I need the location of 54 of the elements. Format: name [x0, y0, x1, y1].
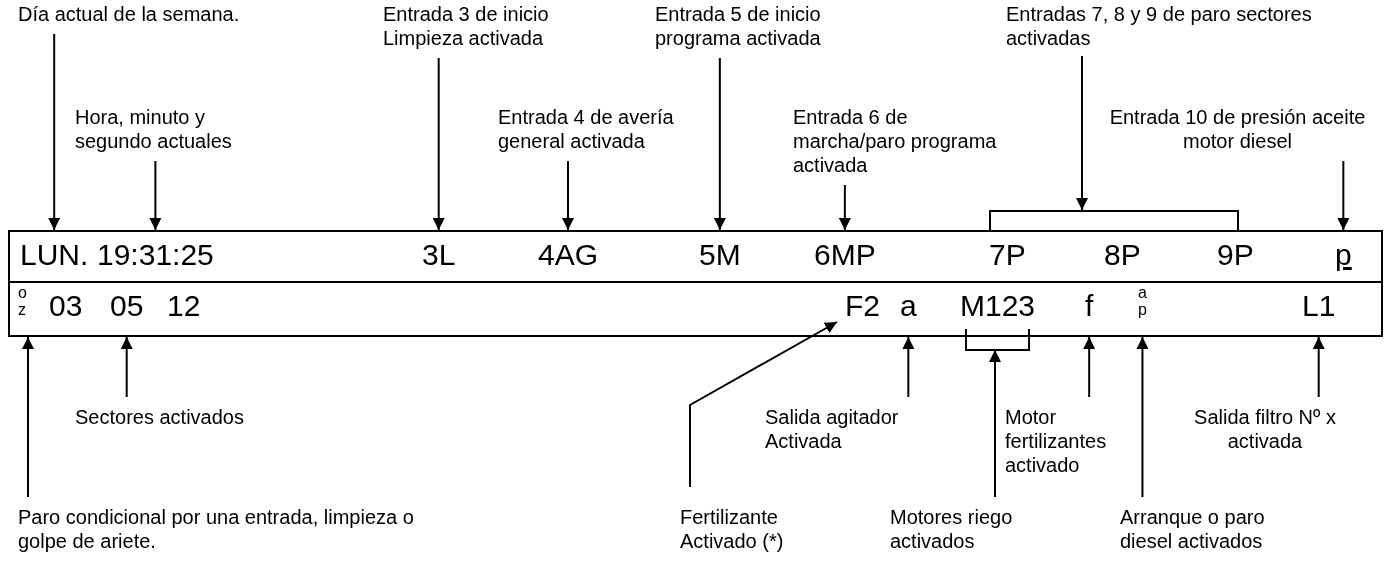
- display-code: 5M: [699, 232, 741, 278]
- callout-text: Motor fertilizantes activado: [1005, 405, 1145, 477]
- arrow: [1076, 55, 1088, 211]
- arrow: [902, 336, 915, 398]
- arrow: [48, 33, 61, 231]
- display-code: LUN.: [20, 232, 89, 278]
- display-code: F2: [845, 283, 880, 329]
- display-code: 6MP: [814, 232, 876, 278]
- callout-text: Motores riego activados: [890, 505, 1050, 553]
- display-code: a: [900, 283, 917, 329]
- callout-text: Entradas 7, 8 y 9 de paro sectores activadas: [1006, 2, 1336, 50]
- display-code: 03: [49, 283, 83, 329]
- display-code: 05: [110, 283, 144, 329]
- callout-text: Arranque o paro diesel activados: [1120, 505, 1320, 553]
- display-code: 7P: [989, 232, 1026, 278]
- arrow: [562, 160, 574, 231]
- callout-text: Día actual de la semana.: [18, 2, 338, 26]
- display-code: a p: [1138, 284, 1147, 318]
- display-code: o z: [18, 284, 27, 318]
- callout-text: Paro condicional por una entrada, limpieza o golpe de ariete.: [18, 505, 448, 553]
- arrow: [838, 184, 851, 231]
- callout-text: Entrada 3 de inicio Limpieza activada: [383, 2, 613, 50]
- arrow: [22, 336, 34, 498]
- callout-text: Entrada 4 de avería general activada: [498, 105, 738, 153]
- arrow: [689, 321, 838, 488]
- display-row: [8, 281, 1383, 337]
- display-code: M123: [960, 283, 1036, 329]
- callout-text: Sectores activados: [75, 405, 315, 429]
- callout-text: Entrada 6 de marcha/paro programa activada: [793, 105, 1023, 177]
- display-code: 9P: [1217, 232, 1254, 278]
- display-code: 19:31:25: [97, 232, 214, 278]
- callout-text: Entrada 10 de presión aceite motor diesel: [1095, 105, 1380, 153]
- callout-text: Salida filtro Nº x activada: [1160, 405, 1370, 453]
- arrow: [1136, 336, 1149, 498]
- arrow: [1083, 336, 1096, 398]
- arrow: [149, 160, 162, 231]
- callout-text: Fertilizante Activado (*): [680, 505, 820, 553]
- display-row: [8, 230, 1383, 283]
- display-code: f: [1085, 283, 1094, 329]
- arrow: [989, 349, 1001, 498]
- display-code: 8P: [1104, 232, 1141, 278]
- arrow: [432, 57, 445, 231]
- display-code: 3L: [422, 232, 456, 278]
- display-code: L1: [1302, 283, 1336, 329]
- callout-text: Salida agitador Activada: [765, 405, 965, 453]
- callout-text: Entrada 5 de inicio programa activada: [655, 2, 885, 50]
- display-code: 4AG: [538, 232, 599, 278]
- arrow: [120, 336, 133, 398]
- arrow: [1337, 160, 1350, 231]
- callout-text: Hora, minuto y segundo actuales: [75, 105, 255, 153]
- display-code: 12: [167, 283, 201, 329]
- display-code: p: [1335, 232, 1352, 278]
- arrow: [1312, 336, 1325, 398]
- arrow: [713, 57, 726, 231]
